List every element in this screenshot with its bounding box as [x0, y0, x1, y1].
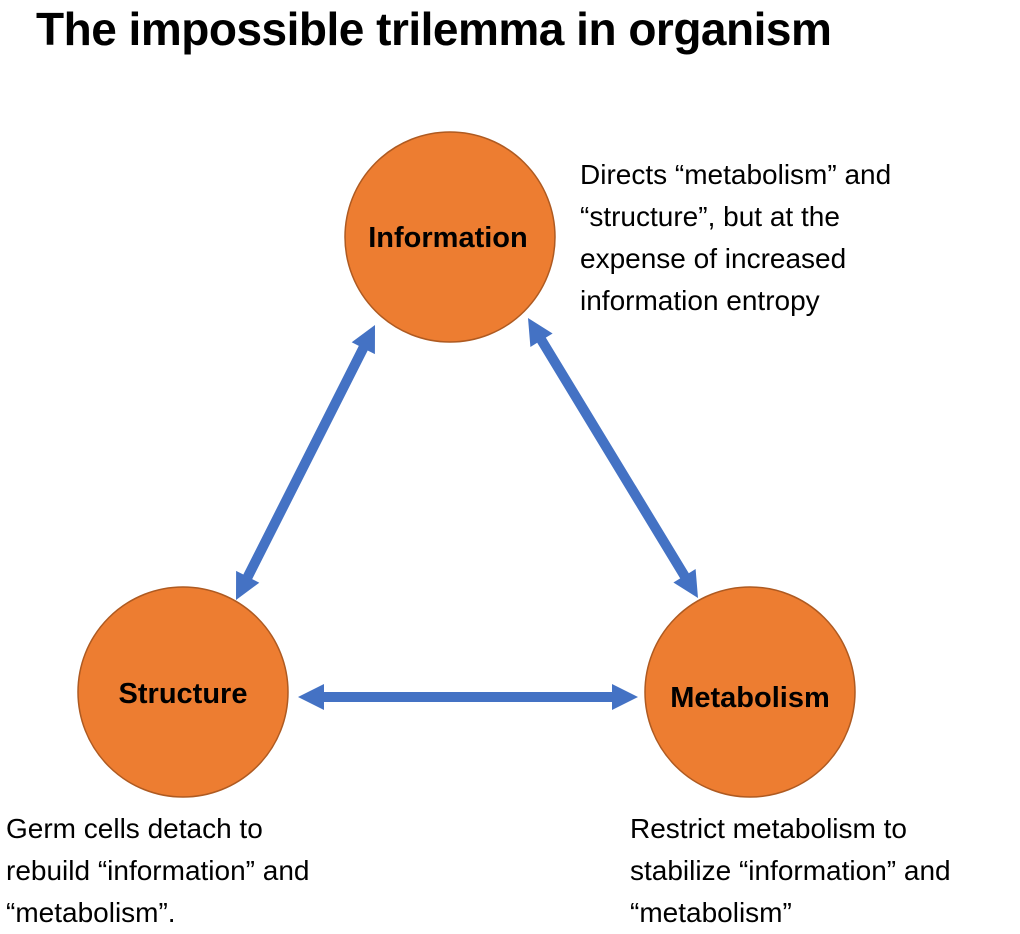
note-line: “structure”, but at the [580, 201, 840, 232]
note-line: Restrict metabolism to [630, 813, 907, 844]
note-line: Germ cells detach to [6, 813, 263, 844]
diagram-title: The impossible trilemma in organism [36, 3, 832, 55]
note-line: information entropy [580, 285, 820, 316]
node-information-circle [344, 131, 556, 343]
note-line: expense of increased [580, 243, 847, 274]
arrow-information-metabolism [528, 318, 698, 598]
note-structure: Germ cells detach to rebuild “informatio… [6, 808, 310, 934]
node-metabolism-label: Metabolism [670, 682, 830, 714]
arrow-information-structure [236, 325, 375, 600]
node-metabolism: Metabolism [644, 586, 856, 798]
note-line: stabilize “information” and [630, 855, 951, 886]
note-line: rebuild “information” and [6, 855, 310, 886]
note-line: “metabolism”. [6, 897, 176, 928]
note-line: “metabolism” [630, 897, 792, 928]
node-information: Information [344, 131, 556, 343]
node-structure-label: Structure [119, 678, 248, 710]
arrow-structure-metabolism [298, 684, 638, 710]
note-line: Directs “metabolism” and [580, 159, 892, 190]
note-metabolism: Restrict metabolism to stabilize “inform… [630, 808, 951, 934]
node-information-label: Information [368, 222, 528, 254]
node-structure-circle [77, 586, 289, 798]
node-structure: Structure [77, 586, 289, 798]
note-information: Directs “metabolism” and “structure”, bu… [580, 154, 891, 322]
arrows-layer [236, 318, 698, 710]
node-metabolism-circle [644, 586, 856, 798]
